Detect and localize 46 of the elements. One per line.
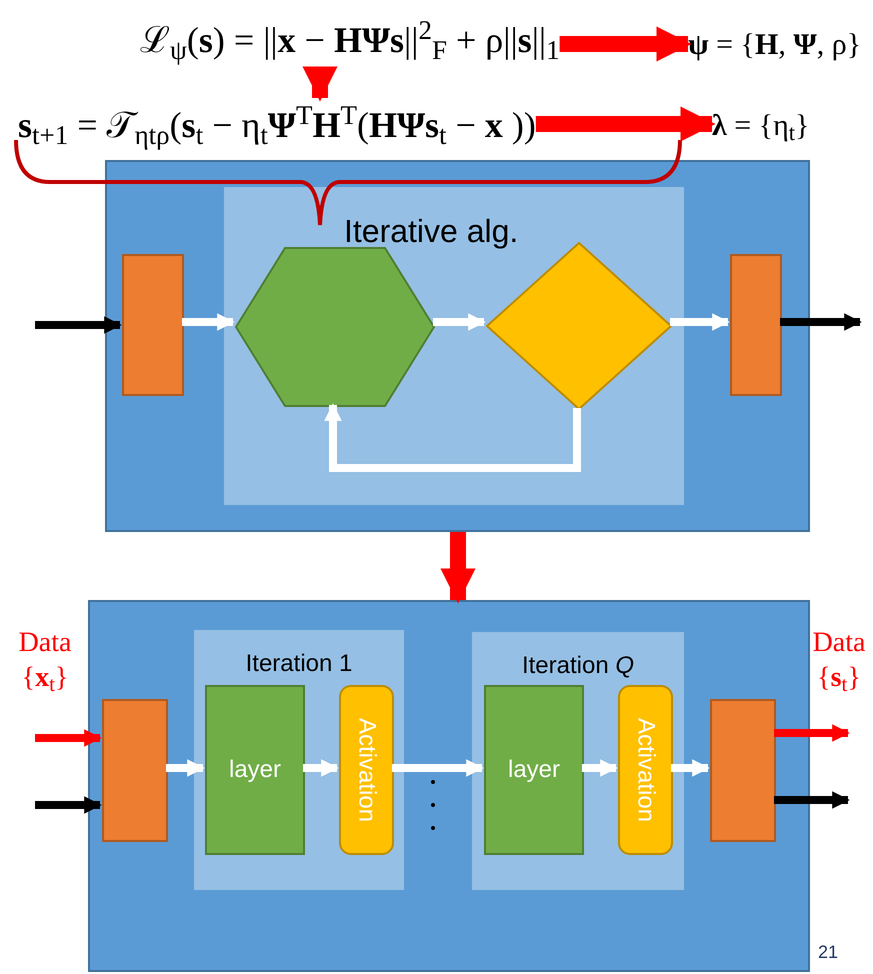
formula: ψ = {H, Ψ, ρ} [688, 27, 862, 63]
formula: ℒ$_{ψ}$(s) = ||x − HΨs||$^{2}$$_{F}$ + ρ||s||$_{1}$ [140, 14, 560, 67]
arrow [166, 759, 205, 777]
arrow [35, 796, 102, 814]
arrow [582, 759, 618, 777]
page-number: 21 [816, 941, 840, 964]
arrow [324, 403, 581, 472]
block-label: Activation [632, 718, 660, 822]
layer-block [484, 685, 584, 855]
block-label: layer [228, 755, 282, 785]
arrow [774, 791, 850, 809]
panel-title: Iteration Q [520, 651, 636, 681]
data-label: Data {s$_{t}$} [812, 626, 866, 695]
iteration-panel [194, 630, 404, 890]
input-block [102, 699, 168, 842]
arrow [774, 724, 850, 742]
layer-block [205, 685, 305, 855]
arrow [440, 532, 476, 604]
arrow [392, 759, 484, 777]
arrow [433, 313, 486, 331]
formula: λ = {η$_{t}$} [712, 108, 810, 148]
arrow [35, 729, 102, 747]
arrow [302, 66, 338, 102]
iteration-panel [472, 632, 684, 890]
arrow [671, 759, 710, 777]
activation-block [339, 685, 394, 855]
data-label: Data {x$_{t}$} [18, 626, 72, 695]
formula: s$_{t+1}$ = 𝒯$_{ηtρ}$(s$_{t}$ − η$_{t}$Ψ$^{T}$H$^{T}$(HΨs$_{t}$ − x )) [18, 98, 536, 152]
panel-title: Iteration 1 [244, 649, 354, 679]
activation-block [618, 685, 673, 855]
arrow [536, 106, 716, 142]
input-block [122, 254, 184, 396]
arrow [560, 26, 692, 62]
arrow [303, 759, 339, 777]
block-label: layer [508, 755, 560, 785]
arrow [780, 313, 862, 331]
panel [105, 160, 810, 532]
output-block [730, 254, 782, 396]
panel [88, 600, 810, 972]
block-label: Activation [352, 718, 382, 822]
arrow [35, 316, 122, 334]
output-block [710, 699, 776, 842]
arrow [182, 313, 235, 331]
panel-title: Iterative alg. [344, 212, 518, 251]
arrow [670, 313, 730, 331]
inner-panel [224, 187, 684, 505]
